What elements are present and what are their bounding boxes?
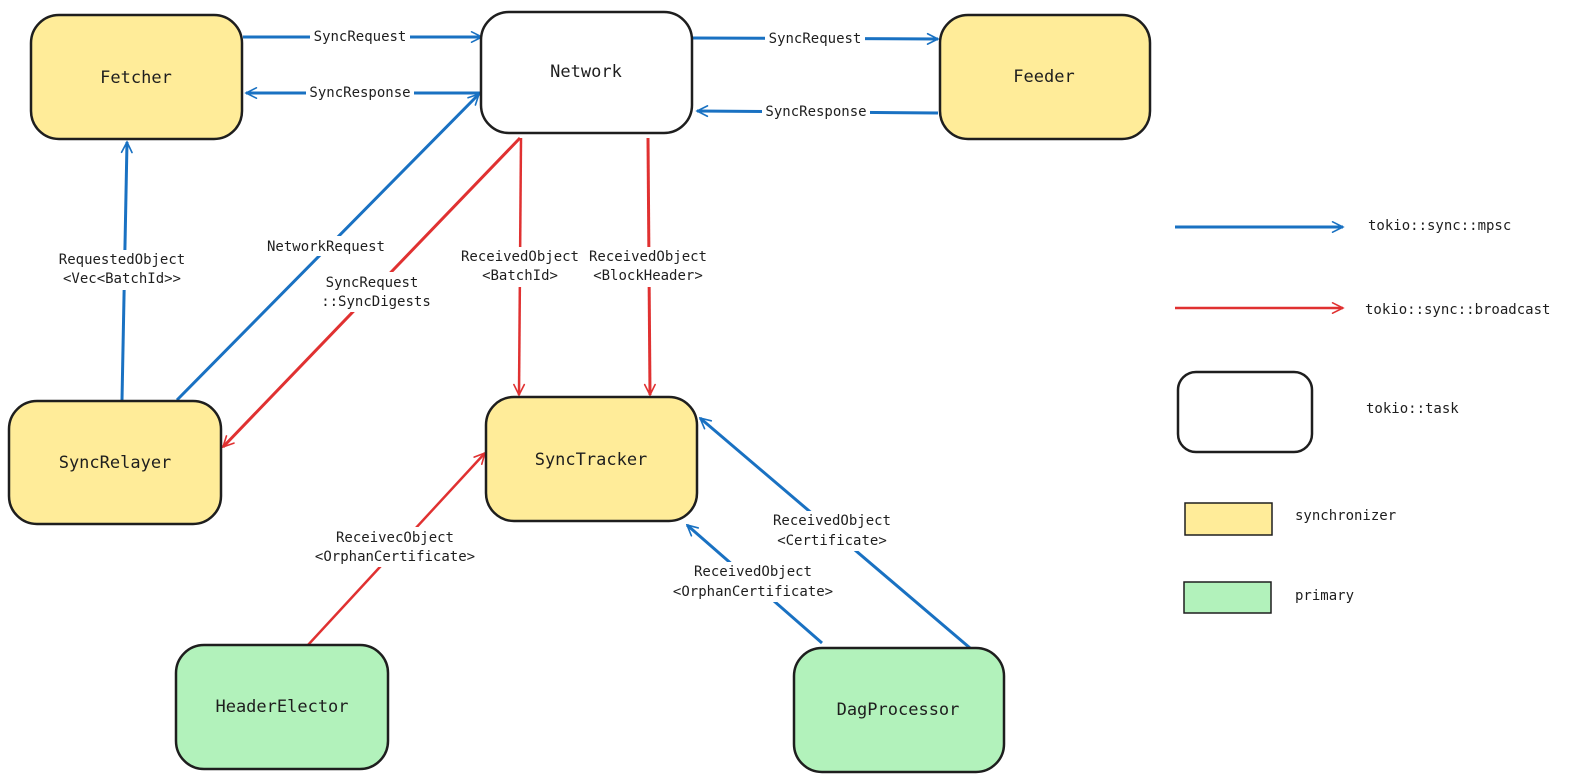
legend-label: tokio::sync::broadcast bbox=[1365, 302, 1550, 318]
edge-label: SyncRequest bbox=[326, 275, 419, 291]
edge-network-tracker-batchid[interactable]: ReceivedObject <BatchId> bbox=[458, 137, 582, 395]
node-label: Network bbox=[550, 62, 622, 82]
node-synctracker[interactable]: SyncTracker bbox=[484, 395, 699, 523]
legend-item-primary: primary bbox=[1183, 581, 1354, 614]
edge-network-fetcher-syncresponse[interactable]: SyncResponse bbox=[246, 83, 481, 101]
edge-network-feeder-syncrequest[interactable]: SyncRequest bbox=[692, 29, 938, 47]
edge-label: <Vec<BatchId>> bbox=[63, 271, 181, 287]
edge-label: ReceivedObject bbox=[694, 564, 812, 580]
edge-label: SyncRequest bbox=[769, 31, 862, 47]
edge-label: ::SyncDigests bbox=[321, 294, 431, 310]
edge-label: SyncResponse bbox=[765, 104, 866, 120]
legend: tokio::sync::mpsc tokio::sync::broadcast… bbox=[1175, 218, 1550, 614]
synchronizer-swatch-icon bbox=[1184, 502, 1273, 536]
edge-label: <OrphanCertificate> bbox=[315, 549, 475, 565]
edge-feeder-network-syncresponse[interactable]: SyncResponse bbox=[697, 102, 939, 120]
edge-label: ReceivedObject bbox=[461, 249, 579, 265]
node-network[interactable]: Network bbox=[479, 10, 694, 135]
legend-item-synchronizer: synchronizer bbox=[1184, 502, 1396, 536]
nodes: Fetcher Network Feeder SyncRelayer SyncT… bbox=[7, 10, 1152, 774]
task-box-icon bbox=[1176, 370, 1314, 454]
legend-label: tokio::sync::mpsc bbox=[1368, 218, 1511, 234]
node-dagprocessor[interactable]: DagProcessor bbox=[792, 646, 1006, 774]
edge-label: ReceivedObject bbox=[773, 513, 891, 529]
edge-label: ReceivecObject bbox=[336, 530, 454, 546]
node-syncrelayer[interactable]: SyncRelayer bbox=[7, 399, 223, 526]
primary-swatch-icon bbox=[1183, 581, 1272, 614]
legend-item-mpsc: tokio::sync::mpsc bbox=[1175, 218, 1511, 234]
edge-label: SyncRequest bbox=[314, 29, 407, 45]
legend-label: synchronizer bbox=[1295, 508, 1396, 524]
node-headerelector[interactable]: HeaderElector bbox=[174, 643, 390, 771]
edge-fetcher-network-syncrequest[interactable]: SyncRequest bbox=[243, 27, 482, 45]
edge-label: SyncResponse bbox=[309, 85, 410, 101]
edge-label: ReceivedObject bbox=[589, 249, 707, 265]
legend-label: tokio::task bbox=[1366, 401, 1459, 417]
edge-label: <BlockHeader> bbox=[593, 268, 703, 284]
edge-network-tracker-blockheader[interactable]: ReceivedObject <BlockHeader> bbox=[586, 137, 710, 395]
node-label: HeaderElector bbox=[215, 697, 348, 717]
edge-label: <Certificate> bbox=[777, 533, 887, 549]
node-label: SyncRelayer bbox=[59, 453, 172, 473]
edge-elector-tracker-orphancertificate[interactable]: ReceivecObject <OrphanCertificate> bbox=[307, 453, 485, 646]
edge-network-relayer-syncdigests[interactable]: SyncRequest ::SyncDigests bbox=[223, 136, 522, 447]
node-label: Fetcher bbox=[100, 68, 172, 88]
node-label: Feeder bbox=[1013, 67, 1074, 87]
edge-relayer-fetcher-requestedobject[interactable]: RequestedObject <Vec<BatchId>> bbox=[56, 142, 188, 401]
node-label: DagProcessor bbox=[837, 700, 960, 720]
node-fetcher[interactable]: Fetcher bbox=[29, 13, 244, 141]
edge-label: <OrphanCertificate> bbox=[673, 584, 833, 600]
legend-item-broadcast: tokio::sync::broadcast bbox=[1175, 302, 1550, 318]
legend-label: primary bbox=[1295, 588, 1354, 604]
edge-dag-tracker-certificate[interactable]: ReceivedObject <Certificate> bbox=[700, 418, 971, 650]
edge-label: <BatchId> bbox=[482, 268, 558, 284]
edges: SyncRequest SyncResponse SyncRequest Syn… bbox=[56, 27, 971, 650]
edge-label: RequestedObject bbox=[59, 252, 185, 268]
edge-label: NetworkRequest bbox=[267, 239, 385, 255]
edge-dag-tracker-orphancertificate[interactable]: ReceivedObject <OrphanCertificate> bbox=[668, 525, 838, 645]
edge-relayer-network-networkrequest[interactable]: NetworkRequest bbox=[175, 94, 479, 402]
node-feeder[interactable]: Feeder bbox=[938, 13, 1152, 141]
node-label: SyncTracker bbox=[535, 450, 648, 470]
legend-item-task: tokio::task bbox=[1176, 370, 1459, 454]
